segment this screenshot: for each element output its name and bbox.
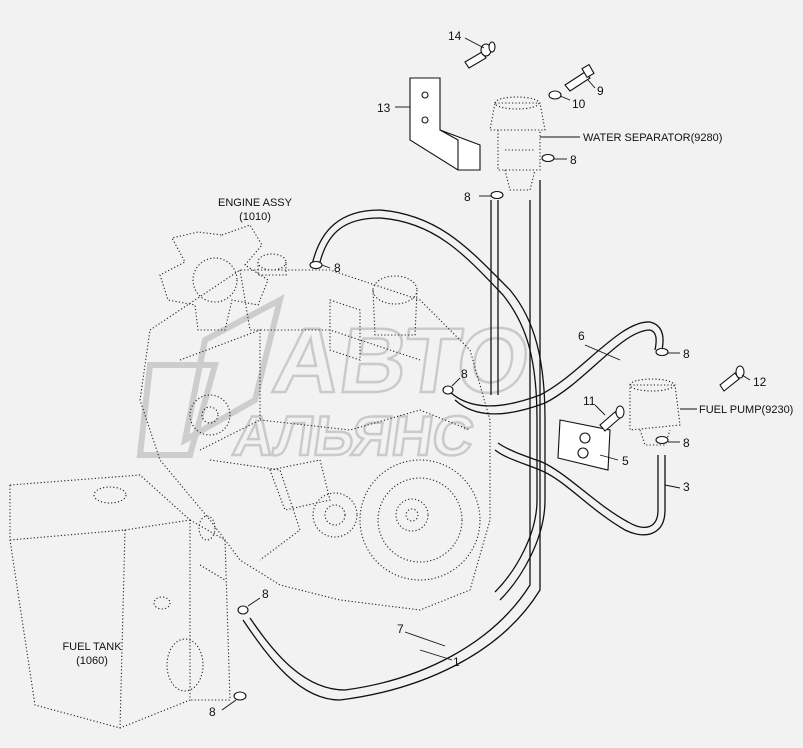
fuel-tank: [9, 474, 231, 729]
callout-8-tank-top: 8: [262, 587, 269, 601]
callout-11: 11: [583, 394, 596, 408]
callout-8-engine: 8: [334, 261, 341, 275]
callout-8-tank-bottom: 8: [209, 705, 216, 719]
callout-13: 13: [377, 101, 391, 115]
watermark-line1: АВТО: [267, 308, 536, 411]
callout-3: 3: [683, 480, 690, 494]
callout-8-manifold: 8: [461, 367, 468, 381]
callout-7: 7: [397, 622, 404, 636]
callout-8-separator: 8: [570, 153, 577, 167]
fuel-hoses: [242, 180, 666, 701]
leader-lines: [221, 37, 751, 711]
part-labels: ENGINE ASSY (1010) WATER SEPARATOR(9280)…: [62, 132, 793, 667]
callout-8-pump-top: 8: [683, 347, 690, 361]
label-fuel-tank-ref: (1060): [76, 655, 108, 667]
fuel-pump: [629, 378, 681, 446]
callout-6: 6: [578, 329, 585, 343]
label-fuel-pump: FUEL PUMP(9230): [699, 404, 793, 416]
watermark-line2: АЛЬЯНС: [229, 404, 477, 467]
label-fuel-tank: FUEL TANK: [62, 641, 122, 653]
callout-1: 1: [453, 655, 460, 669]
callout-14: 14: [448, 29, 462, 43]
water-separator: [489, 96, 546, 191]
callout-numbers: 14 13 10 9 8 8 8 8 6 8 12 11 8 5 3 8 7 1…: [209, 29, 767, 719]
label-engine-assy: ENGINE ASSY: [218, 197, 293, 209]
label-water-separator: WATER SEPARATOR(9280): [583, 132, 722, 144]
callout-5: 5: [622, 454, 629, 468]
callout-8-left-hose: 8: [464, 190, 471, 204]
bracket-plate: [557, 419, 611, 471]
hose-clamps: [233, 153, 669, 701]
mounting-bracket: [409, 77, 481, 171]
label-engine-assy-ref: (1010): [239, 211, 271, 223]
callout-12: 12: [753, 375, 767, 389]
engine-assembly: [139, 224, 491, 611]
watermark-logo: АВТО АЛЬЯНС: [136, 294, 538, 468]
callout-10: 10: [572, 97, 586, 111]
callout-9: 9: [597, 84, 604, 98]
fasteners: [464, 41, 745, 432]
callout-8-pump-bottom: 8: [683, 436, 690, 450]
